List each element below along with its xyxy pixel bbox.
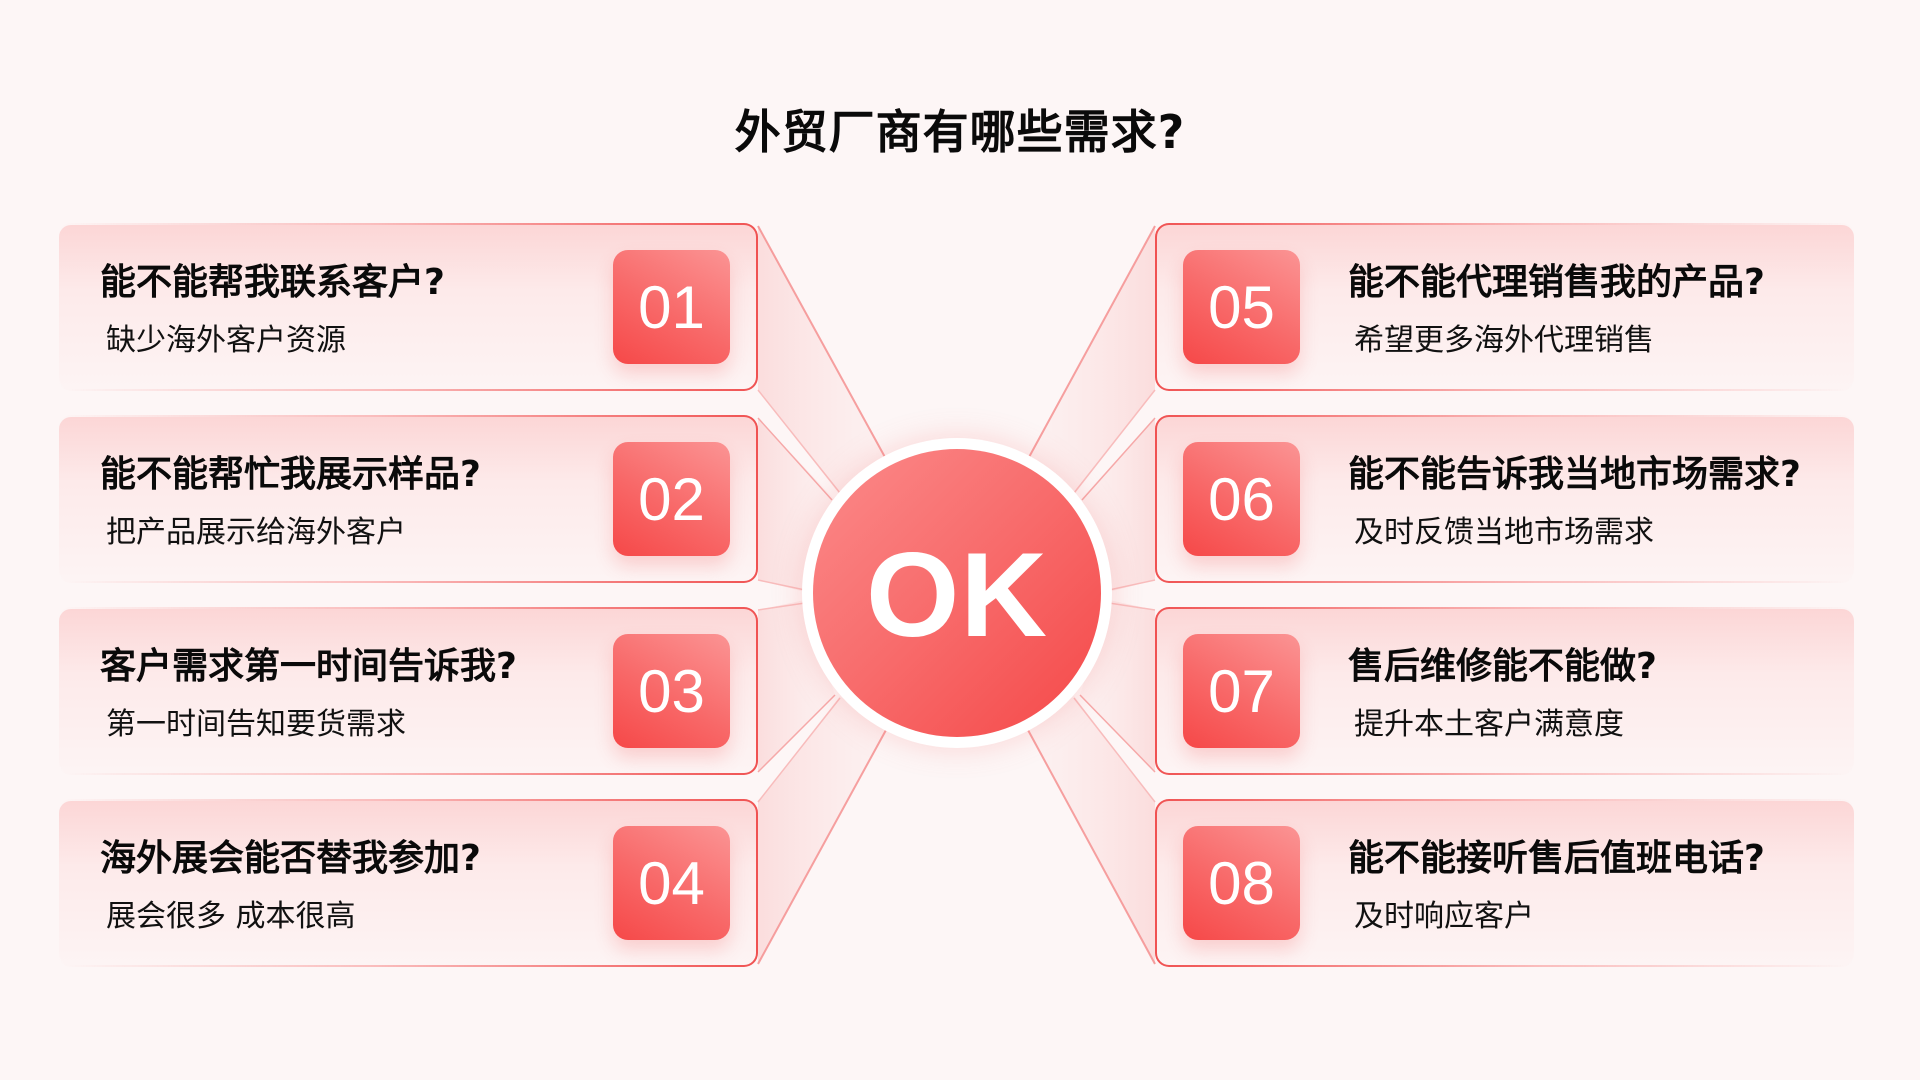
need-card-02: 能不能帮忙我展示样品? 把产品展示给海外客户 02 (57, 415, 758, 583)
need-question: 海外展会能否替我参加? (100, 838, 481, 879)
number-badge: 08 (1183, 826, 1300, 940)
number-badge: 05 (1183, 250, 1300, 364)
need-card-05: 05 能不能代理销售我的产品? 希望更多海外代理销售 (1155, 223, 1856, 391)
need-question: 能不能帮我联系客户? (100, 262, 445, 303)
need-question: 售后维修能不能做? (1348, 646, 1657, 687)
need-detail: 第一时间告知要货需求 (106, 707, 406, 742)
need-card-08: 08 能不能接听售后值班电话? 及时响应客户 (1155, 799, 1856, 967)
need-question: 客户需求第一时间告诉我? (100, 646, 517, 687)
need-card-01: 能不能帮我联系客户? 缺少海外客户资源 01 (57, 223, 758, 391)
need-card-03: 客户需求第一时间告诉我? 第一时间告知要货需求 03 (57, 607, 758, 775)
center-hub: OK (802, 438, 1112, 748)
need-question: 能不能代理销售我的产品? (1348, 262, 1765, 303)
need-card-06: 06 能不能告诉我当地市场需求? 及时反馈当地市场需求 (1155, 415, 1856, 583)
need-card-04: 海外展会能否替我参加? 展会很多 成本很高 04 (57, 799, 758, 967)
need-detail: 希望更多海外代理销售 (1354, 323, 1654, 358)
need-question: 能不能告诉我当地市场需求? (1348, 454, 1801, 495)
number-badge: 03 (613, 634, 730, 748)
number-badge: 06 (1183, 442, 1300, 556)
number-badge: 02 (613, 442, 730, 556)
need-question: 能不能帮忙我展示样品? (100, 454, 481, 495)
need-detail: 及时响应客户 (1354, 899, 1534, 934)
number-badge: 01 (613, 250, 730, 364)
need-detail: 及时反馈当地市场需求 (1354, 515, 1654, 550)
ok-label: OK (866, 528, 1048, 662)
need-detail: 把产品展示给海外客户 (106, 515, 406, 550)
page-title: 外贸厂商有哪些需求? (734, 105, 1186, 159)
need-detail: 展会很多 成本很高 (106, 899, 356, 934)
need-detail: 提升本土客户满意度 (1354, 707, 1624, 742)
need-card-07: 07 售后维修能不能做? 提升本土客户满意度 (1155, 607, 1856, 775)
need-detail: 缺少海外客户资源 (106, 323, 346, 358)
need-question: 能不能接听售后值班电话? (1348, 838, 1765, 879)
ok-circle: OK (813, 449, 1101, 737)
number-badge: 07 (1183, 634, 1300, 748)
number-badge: 04 (613, 826, 730, 940)
